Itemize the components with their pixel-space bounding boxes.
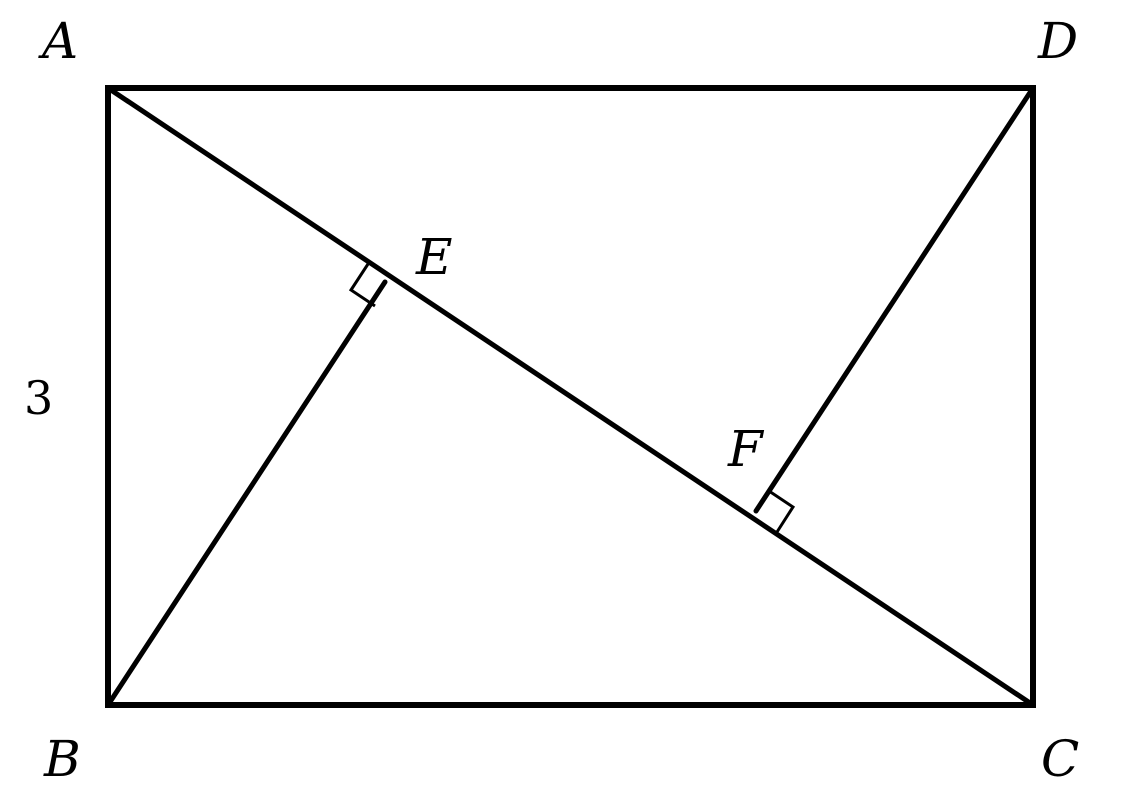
label-A: A <box>38 12 78 70</box>
label-B: B <box>43 730 81 788</box>
segment-DF <box>753 85 1036 514</box>
label-C: C <box>1041 730 1079 788</box>
diagonal-AC <box>105 85 1036 708</box>
label-E: E <box>415 228 453 286</box>
label-D: D <box>1037 12 1078 70</box>
side-length-label: 3 <box>24 371 53 425</box>
right-angle-marker-F <box>768 489 796 533</box>
right-angle-marker-E <box>348 263 376 308</box>
rectangle-ABCD <box>105 85 1036 708</box>
segment-BE <box>105 279 388 708</box>
label-F: F <box>727 420 765 478</box>
